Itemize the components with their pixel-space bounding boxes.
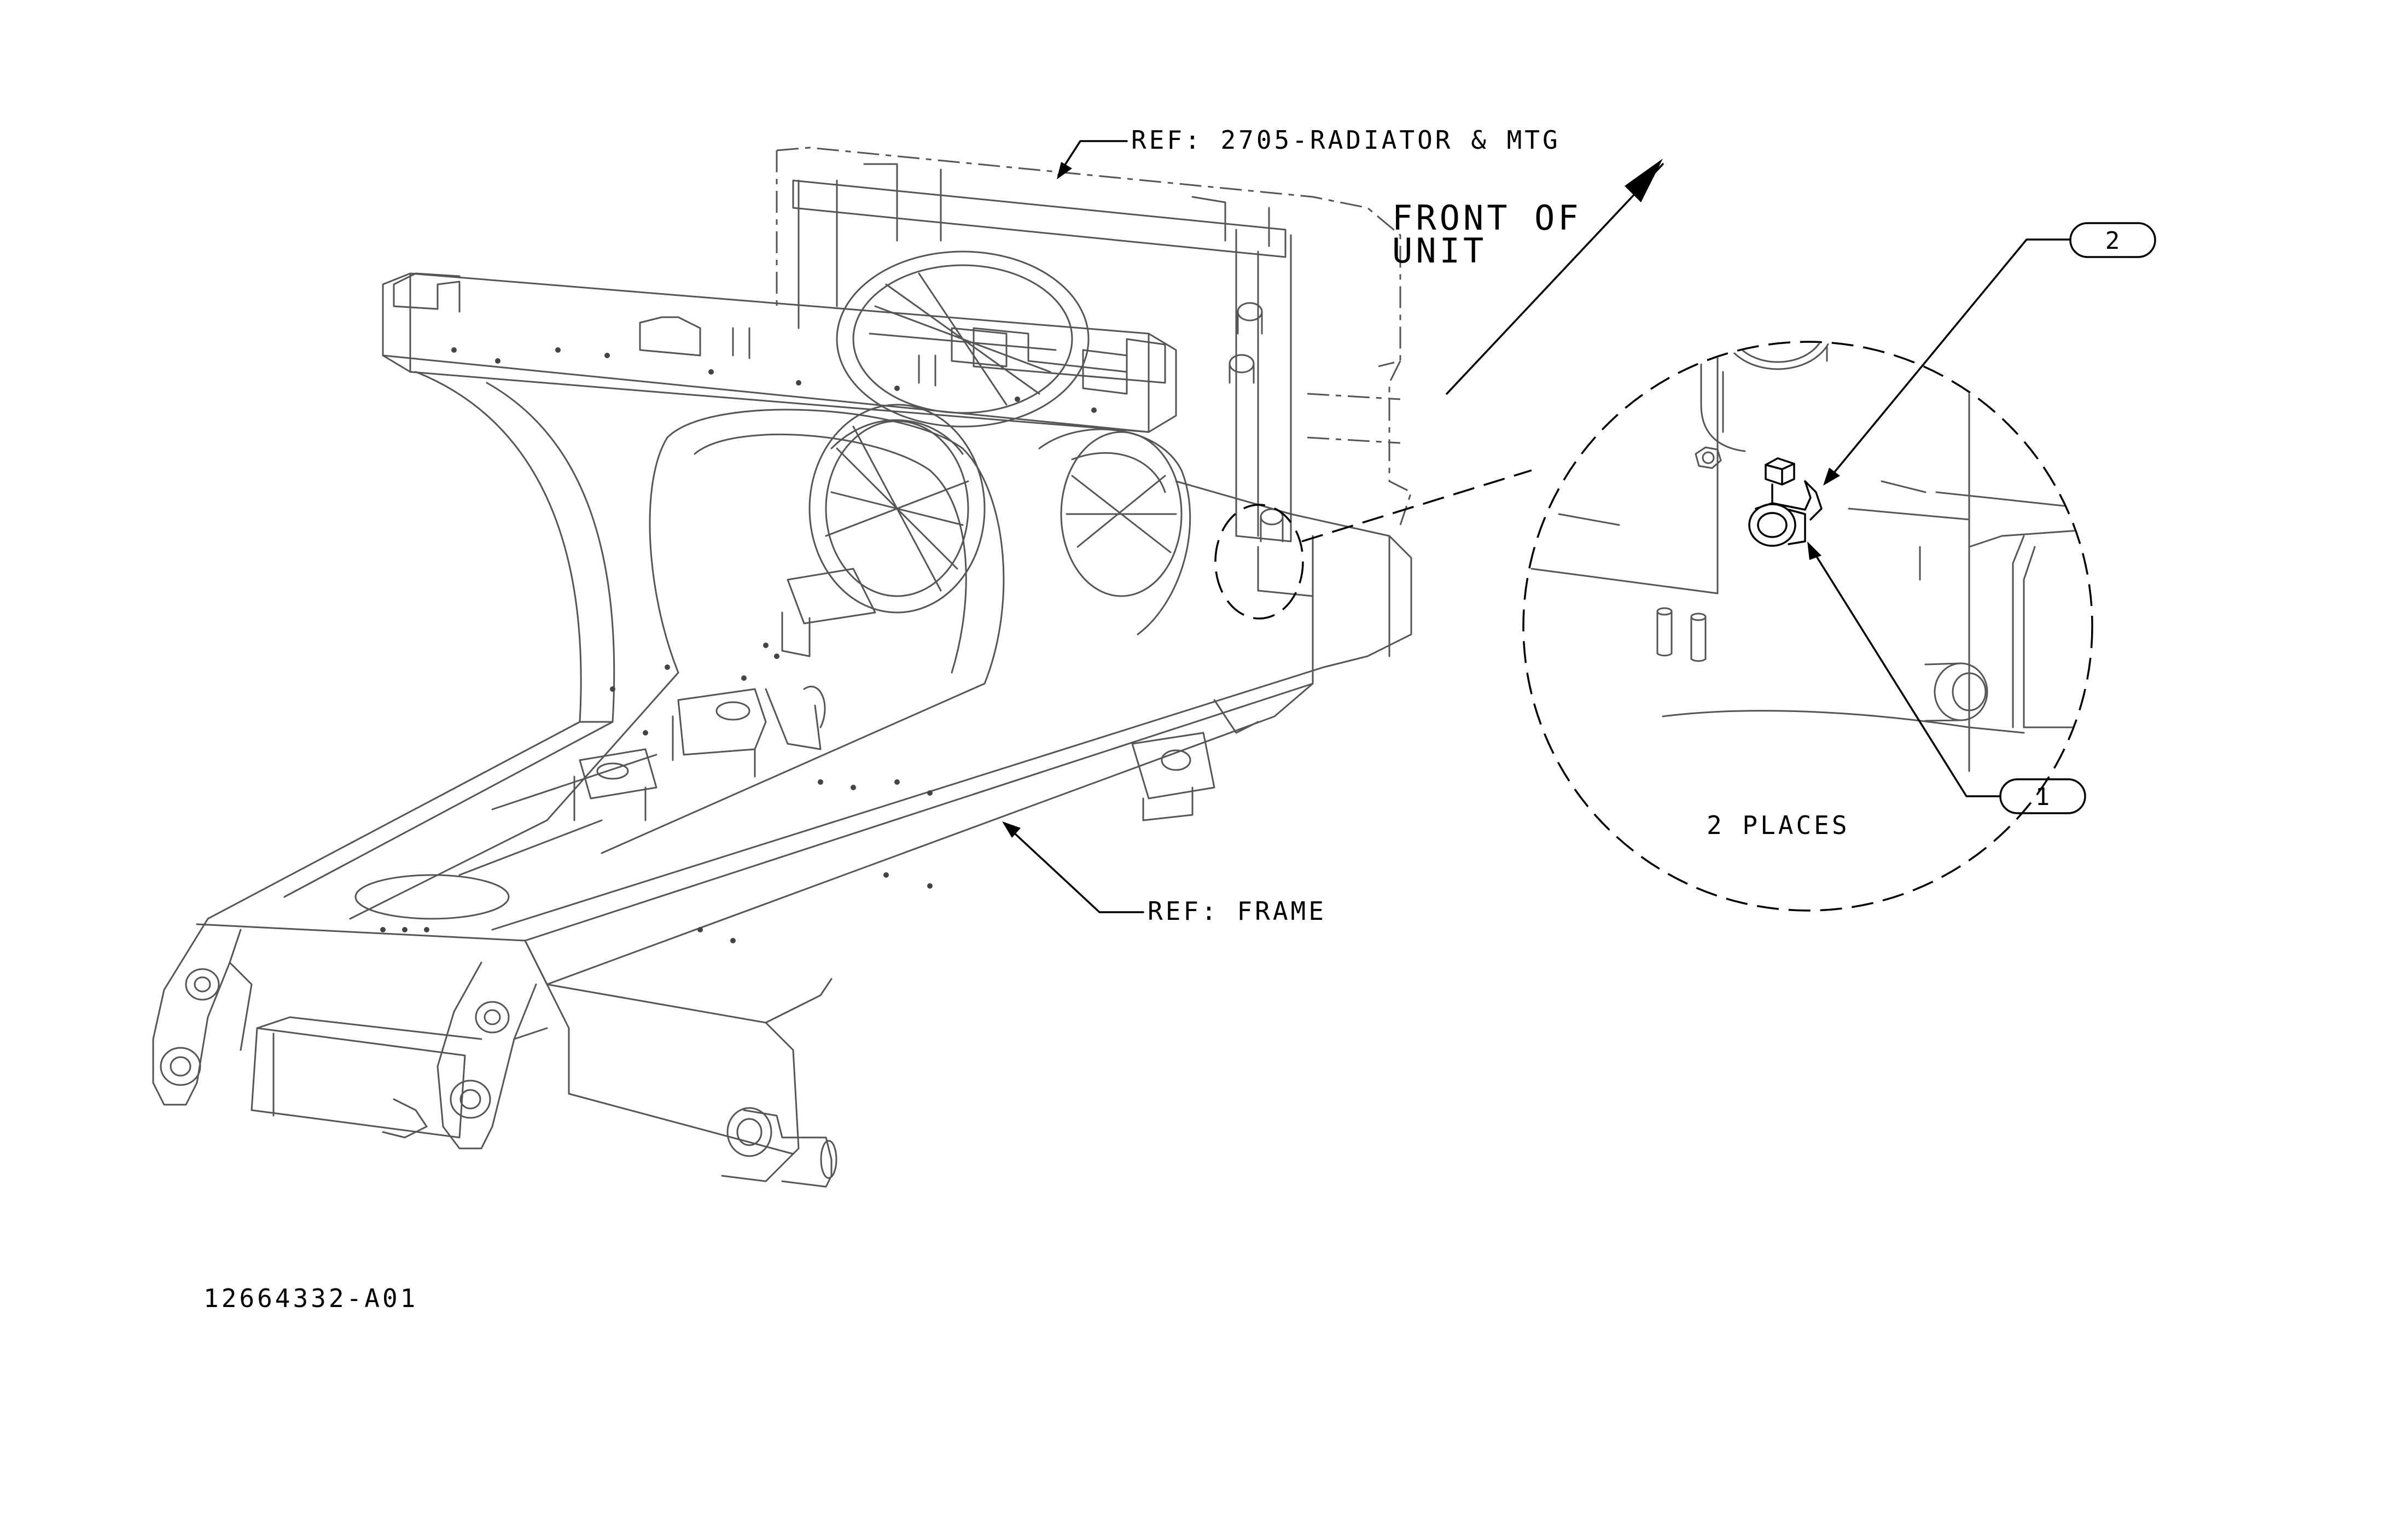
drawing-number: 12664332-A01 [203, 1284, 418, 1313]
fan-right [1060, 431, 1183, 597]
fan-center [808, 404, 986, 614]
shaft-stub [726, 1107, 837, 1188]
frame-assembly [152, 272, 1412, 1188]
callout-balloon-2: 2 [2069, 222, 2156, 258]
radiator-assembly [776, 147, 1412, 542]
leader-callout-2 [1823, 238, 2071, 486]
callout-number-1: 1 [2035, 783, 2050, 811]
pipe [1700, 343, 1834, 452]
radiator-fittings [1229, 302, 1284, 542]
detail-callout [1214, 341, 2093, 912]
places-note: 2 PLACES [1707, 810, 1850, 840]
ref-frame-label: REF: FRAME [1148, 896, 1326, 926]
front-of-unit-arrow [1446, 159, 1664, 395]
frame-holes [380, 347, 1097, 943]
detail-view [1530, 343, 2091, 772]
pins [1656, 607, 1707, 662]
front-of-unit-label: FRONT OF [1392, 198, 1582, 238]
callout-number-2: 2 [2105, 227, 2120, 255]
callout-balloon-1: 1 [1999, 778, 2086, 814]
front-of-unit-label-2: UNIT [1392, 231, 1487, 271]
leader-frame [1002, 821, 1144, 913]
leader-radiator [1057, 140, 1128, 179]
rear-hitch [152, 918, 548, 1150]
ref-radiator-label: REF: 2705-RADIATOR & MTG [1131, 125, 1561, 155]
fan-upper [836, 250, 1090, 428]
drain-fitting [1748, 457, 1823, 547]
leader-callout-1 [1807, 541, 2001, 797]
